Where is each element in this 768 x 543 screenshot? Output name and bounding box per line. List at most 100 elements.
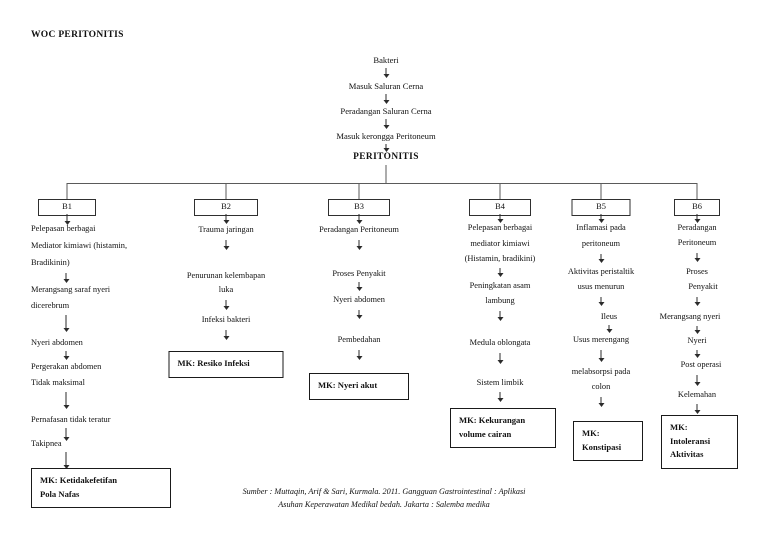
b4-outcome-line-1: MK: Kekurangan [459,415,526,425]
arrow-down-icon [497,392,504,402]
b4-step-6: Medula oblongata [469,338,531,347]
b6-outcome-line-1: MK: [670,422,688,432]
b5-step-5: Ileus [600,312,618,321]
b6-outcome-line-2: Intoleransi [670,435,711,446]
b5-outcome-line-1: MK: [582,428,600,438]
arrow-down-icon [223,214,230,224]
arrow-down-icon [694,350,701,358]
b6-step-7: Post operasi [680,360,722,369]
arrow-down-icon [383,94,390,104]
b5-outcome-line-2: Konstipasi [582,441,622,452]
arrow-down-icon [383,144,390,152]
b4-step-7: Sistem limbik [476,378,524,387]
arrow-down-icon [356,350,363,360]
branch-drop-b5 [600,183,602,199]
trunk-node-masuk-saluran-cerna: Masuk Saluran Cerna [348,81,424,91]
b6-outcome-line-3: Aktivitas [670,449,704,459]
b1-step-4: Merangsang saraf nyeri [31,285,111,294]
b6-step-4: Penyakit [688,282,718,291]
arrow-down-icon [497,214,504,223]
arrow-down-icon [223,330,230,340]
b3-step-1: Peradangan Peritoneum [319,225,399,234]
b5-step-8: colon [591,382,611,391]
branch-drop-b4 [499,183,501,199]
b1-step-7: Pergerakan abdomen [31,362,102,371]
arrow-down-icon [694,404,701,414]
arrow-down-icon [694,297,701,306]
arrow-down-icon [63,452,70,469]
b5-step-1: Inflamasi pada [576,223,626,232]
b4-step-1: Pelepasan berbagai [467,223,533,232]
arrow-down-icon [223,240,230,250]
arrow-down-icon [694,375,701,386]
b4-step-5: lambung [485,296,515,305]
arrow-down-icon [497,353,504,364]
b6-step-6: Nyeri [687,336,707,345]
b6-step-1: Peradangan [677,223,717,232]
b2-outcome-line-1: MK: Resiko Infeksi [177,358,250,368]
b4-step-2: mediator kimiawi [470,239,530,248]
b4-step-3: (Histamin, bradikini) [464,254,536,263]
b2-outcome-box[interactable]: MK: Resiko Infeksi [168,351,284,378]
arrow-down-icon [356,282,363,291]
trunk-stem-line [385,165,387,184]
arrow-down-icon [497,311,504,321]
b5-step-4: usus menurun [577,282,625,291]
b6-step-5: Merangsang nyeri [659,312,721,321]
arrow-down-icon [356,214,363,224]
arrow-down-icon [63,351,70,360]
arrow-down-icon [223,300,230,310]
branch-distribution-bar [67,183,697,184]
b1-step-8: Tidak maksimal [31,378,85,387]
branch-drop-b1 [66,183,68,199]
b3-outcome-line-1: MK: Nyeri akut [318,380,378,390]
trunk-node-masuk-kerongga-peritoneum: Masuk kerongga Peritoneum [336,131,436,141]
b5-outcome-box[interactable]: MK: Konstipasi [573,421,643,461]
source-line-2: Asuhan Keperawatan Medikal bedah. Jakart… [278,499,490,509]
b1-outcome-box[interactable]: MK: Ketidakefetifan Pola Nafas [31,468,171,508]
arrow-down-icon [63,392,70,409]
b1-step-10: Takipnea [31,439,62,448]
arrow-down-icon [598,297,605,306]
b5-step-2: peritoneum [581,239,621,248]
arrow-down-icon [383,119,390,129]
arrow-down-icon [694,253,701,262]
arrow-down-icon [694,326,701,334]
b1-step-2: Mediator kimiawi (histamin, [31,241,128,250]
branch-drop-b6 [696,183,698,199]
b4-step-4: Peningkatan asam [469,281,531,290]
b1-step-9: Pernafasan tidak teratur [31,415,111,424]
arrow-down-icon [356,310,363,319]
b4-outcome-box[interactable]: MK: Kekurangan volume cairan [450,408,556,448]
arrow-down-icon [356,240,363,250]
arrow-down-icon [497,268,504,277]
trunk-node-bakteri: Bakteri [373,55,399,65]
source-citation: Sumber : Muttaqin, Arif & Sari, Kurmala.… [169,486,599,511]
b3-outcome-box[interactable]: MK: Nyeri akut [309,373,409,400]
trunk-node-peritonitis: PERITONITIS [353,152,419,162]
arrow-down-icon [606,325,613,333]
arrow-down-icon [63,315,70,332]
b1-step-6: Nyeri abdomen [31,338,83,347]
b1-outcome-line-2: Pola Nafas [40,488,80,499]
b6-outcome-box[interactable]: MK: Intoleransi Aktivitas [661,415,738,469]
arrow-down-icon [598,254,605,263]
arrow-down-icon [63,428,70,441]
b6-step-3: Proses [686,267,708,276]
arrow-down-icon [598,397,605,407]
source-line-1: Sumber : Muttaqin, Arif & Sari, Kurmala.… [242,487,526,496]
page-title: WOC PERITONITIS [31,30,124,40]
b1-step-1: Pelepasan berbagai [31,224,96,233]
b1-step-5: dicerebrum [31,301,70,310]
b3-step-3: Nyeri abdomen [333,295,385,304]
b3-step-2: Proses Penyakit [332,269,386,278]
arrow-down-icon [64,214,71,225]
b2-step-1: Trauma jaringan [198,225,254,234]
b2-step-2: Penurunan kelembapan [186,271,266,280]
arrow-down-icon [63,273,70,283]
b5-step-3: Aktivitas peristaltik [567,267,635,276]
b5-step-6: Usus merengang [572,335,630,344]
b1-outcome-line-1: MK: Ketidakefetifan [40,475,118,485]
trunk-node-peradangan-saluran-cerna: Peradangan Saluran Cerna [340,106,432,116]
